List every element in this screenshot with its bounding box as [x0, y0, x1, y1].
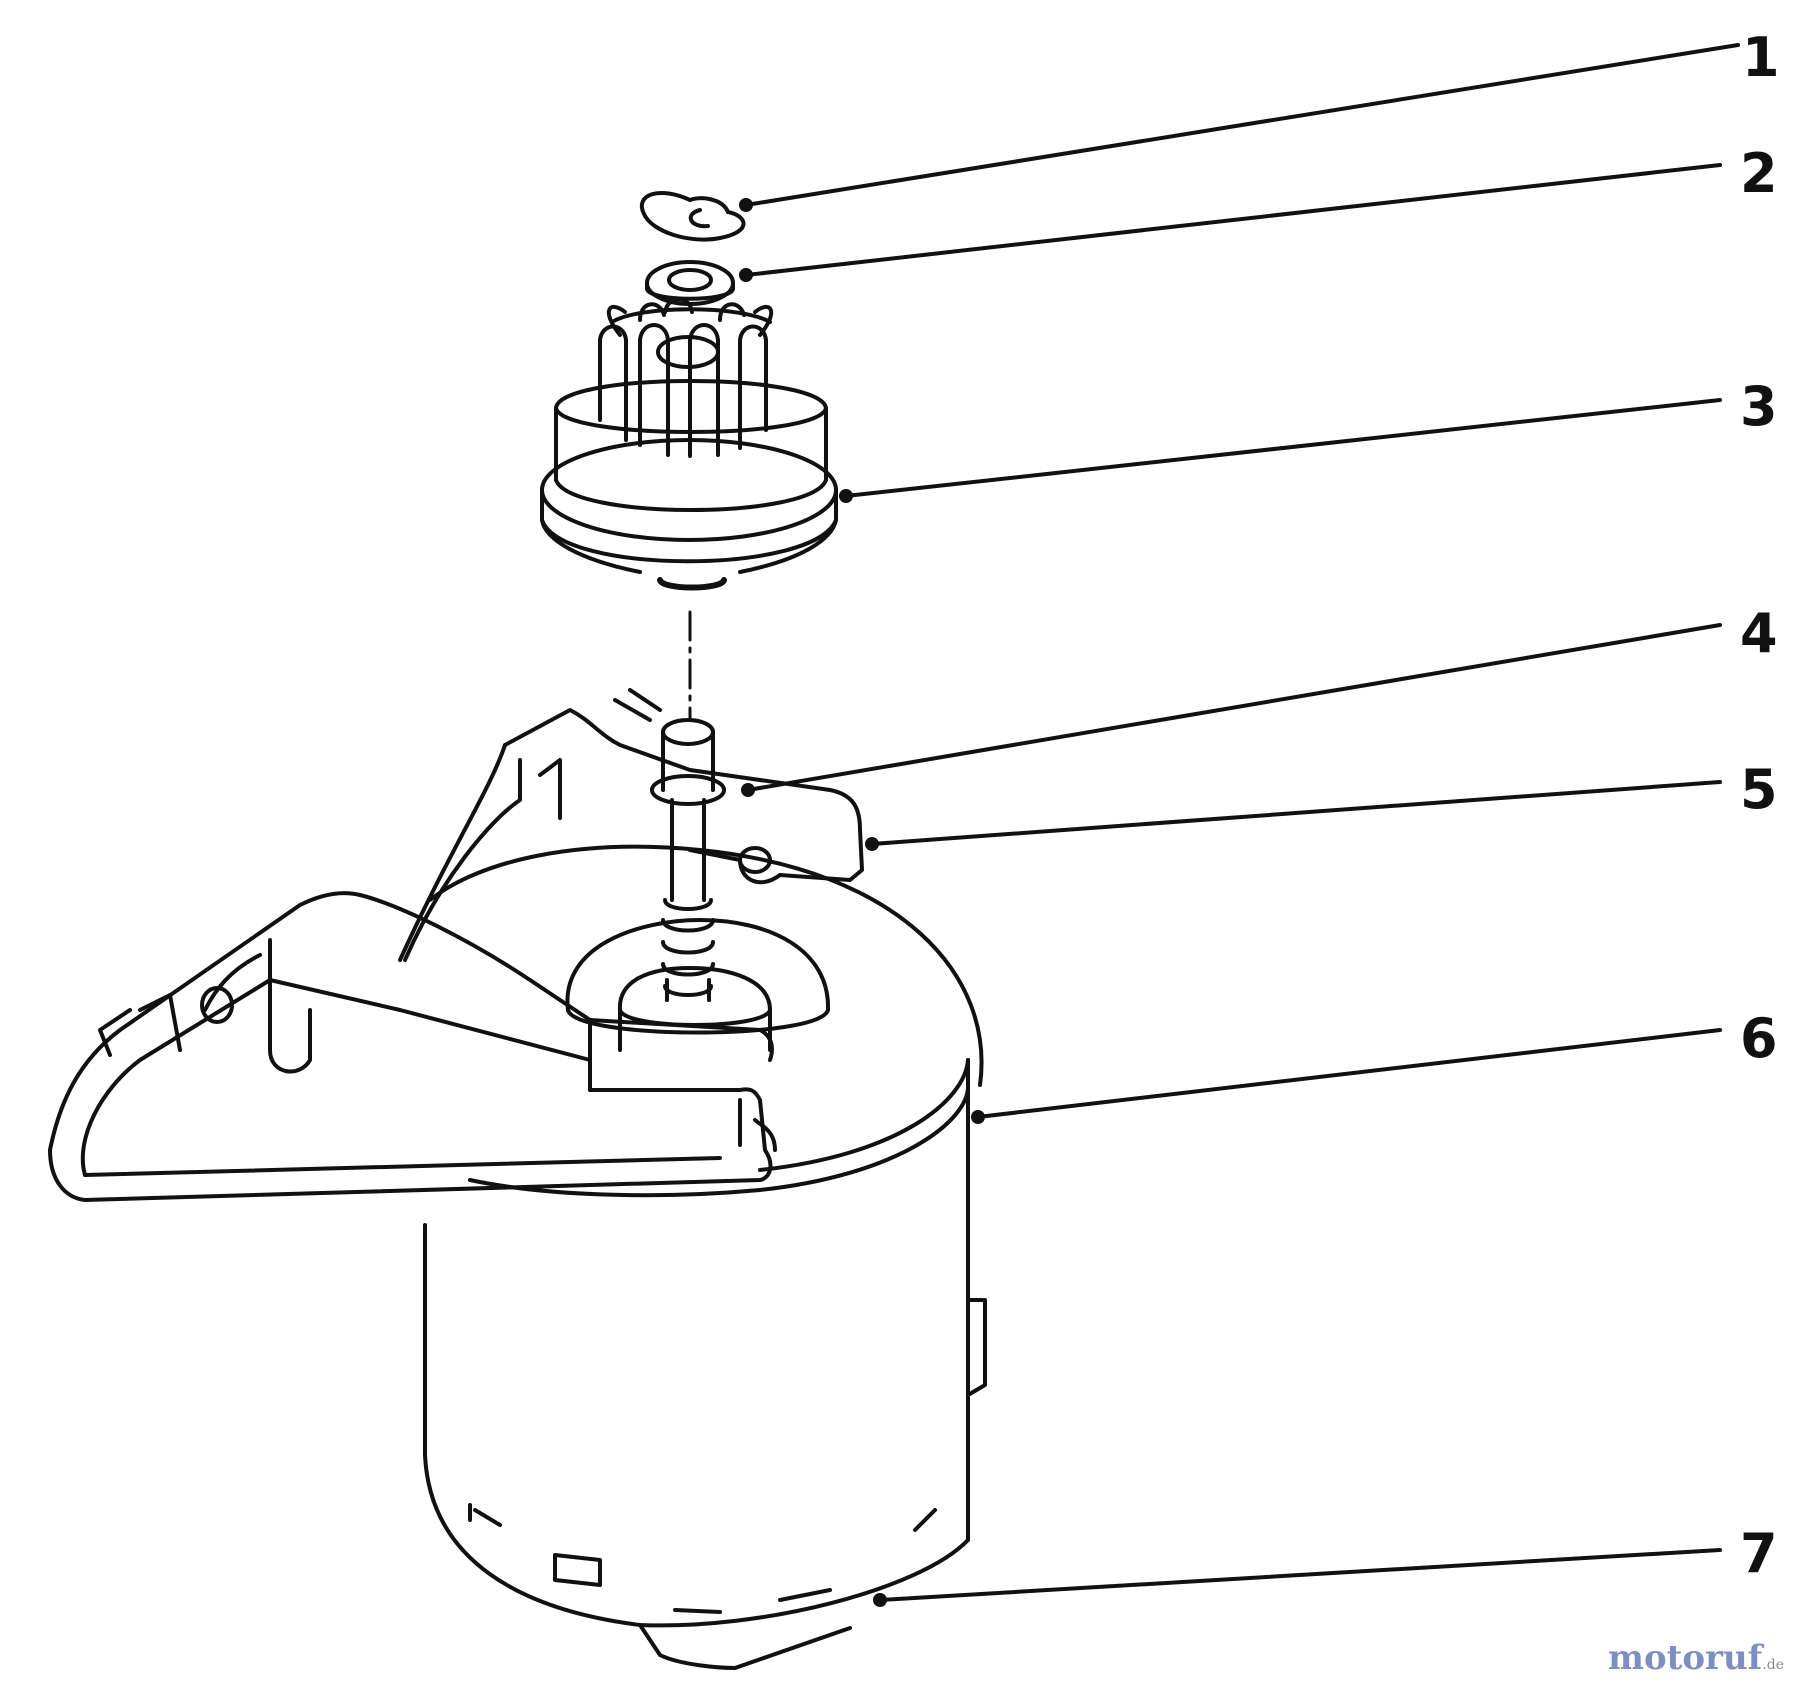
callout-number-6: 6 [1740, 1007, 1778, 1070]
mounting-bracket-drawing [48, 688, 864, 1202]
leader-lines [744, 43, 1740, 1602]
callout-numbers: 1 2 3 4 5 6 7 [1740, 26, 1780, 1585]
motoruf-watermark: motoruf.de [1608, 1638, 1784, 1678]
leader-line-2 [744, 163, 1722, 277]
leader-dots [739, 198, 985, 1607]
watermark-suffix: .de [1762, 1657, 1784, 1673]
callout-number-7: 7 [1740, 1522, 1778, 1585]
callout-number-2: 2 [1740, 142, 1778, 205]
leader-line-6 [976, 1028, 1722, 1119]
leader-line-7 [878, 1548, 1722, 1602]
motor-housing-drawing [423, 844, 987, 1670]
leader-dot-1 [739, 198, 753, 212]
leader-dot-3 [839, 489, 853, 503]
leader-dot-4 [741, 783, 755, 797]
retaining-clip-drawing [640, 191, 746, 242]
leader-dot-6 [971, 1110, 985, 1124]
callout-number-3: 3 [1740, 375, 1778, 438]
leader-dot-2 [739, 268, 753, 282]
callout-number-4: 4 [1740, 602, 1778, 665]
leader-line-4 [746, 623, 1722, 792]
watermark-brand: motoruf [1608, 1638, 1763, 1678]
washer-drawing [645, 260, 735, 306]
shaft-and-spring-drawing [650, 718, 726, 1002]
callout-number-1: 1 [1742, 26, 1780, 89]
leader-line-1 [744, 43, 1740, 207]
pinion-gear-drawing [540, 297, 838, 591]
callout-number-5: 5 [1740, 758, 1778, 821]
leader-dot-7 [873, 1593, 887, 1607]
leader-line-3 [844, 398, 1722, 498]
leader-dot-5 [865, 837, 879, 851]
leader-line-5 [870, 780, 1722, 846]
